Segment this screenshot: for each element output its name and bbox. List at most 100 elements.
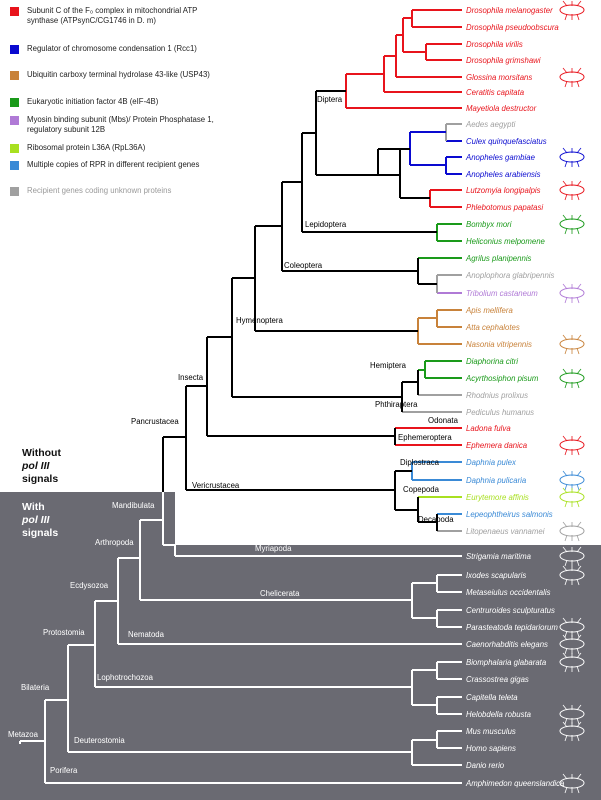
taxon-label: Drosophila melanogaster xyxy=(466,6,553,15)
clade-label: Nematoda xyxy=(128,630,165,639)
taxon-label: Lutzomyia longipalpis xyxy=(466,186,541,195)
legend-label: Subunit C of the F₀ complex in mitochond… xyxy=(27,6,198,25)
taxon-label: Caenorhabditis elegans xyxy=(466,640,548,649)
shrimp-icon xyxy=(559,521,585,542)
mouse-icon xyxy=(559,721,585,742)
taxon-label: Danio rerio xyxy=(466,761,505,770)
tick-icon xyxy=(559,565,585,586)
taxon-label: Aedes aegypti xyxy=(465,120,516,129)
taxon-label: Amphimedon queenslandica xyxy=(465,779,565,788)
legend-swatch-red xyxy=(10,7,19,16)
taxon-label: Phlebotomus papatasi xyxy=(466,203,543,212)
taxon-label: Ixodes scapularis xyxy=(466,571,526,580)
clade-label: Pancrustacea xyxy=(131,417,179,426)
clade-label: Myriapoda xyxy=(255,544,292,553)
clade-label: Ecdysozoa xyxy=(70,581,109,590)
taxon-label: Ephemera danica xyxy=(466,441,528,450)
taxon-label: Lepeophtheirus salmonis xyxy=(466,510,553,519)
taxon-label: Drosophila virilis xyxy=(466,40,523,49)
taxon-label: Pediculus humanus xyxy=(466,408,534,417)
mayfly-icon xyxy=(559,435,585,456)
mosquito-icon xyxy=(559,147,585,168)
clade-label: Protostomia xyxy=(43,628,85,637)
taxon-label: Drosophila grimshawi xyxy=(466,56,541,65)
taxon-label: Capitella teleta xyxy=(466,693,518,702)
taxon-label: Drosophila pseudoobscura xyxy=(466,23,559,32)
taxon-label: Ceratitis capitata xyxy=(466,88,525,97)
taxon-label: Acyrthosiphon pisum xyxy=(465,374,539,383)
taxon-label: Atta cephalotes xyxy=(465,323,520,332)
taxon-label: Nasonia vitripennis xyxy=(466,340,532,349)
copepod-icon xyxy=(559,487,585,508)
legend-label: Myosin binding subunit (Mbs)/ Protein Ph… xyxy=(27,115,214,134)
tree-branches xyxy=(19,9,462,784)
centipede-icon xyxy=(559,546,585,567)
taxon-label: Litopenaeus vannamei xyxy=(466,527,545,536)
taxon-label: Metaseiulus occidentalis xyxy=(466,588,551,597)
clade-label: Phthiraptera xyxy=(375,400,418,409)
legend-swatch-lime xyxy=(10,144,19,153)
clade-label: Hymenoptera xyxy=(236,316,283,325)
clade-label: Metazoa xyxy=(8,730,39,739)
clade-label: Lophotrochozoa xyxy=(97,673,154,682)
pol-iii-region-background xyxy=(0,492,601,800)
without-pol-iii-label: Without xyxy=(22,447,61,459)
taxon-label: Daphnia pulicaria xyxy=(466,476,527,485)
taxon-label: Mayetiola destructor xyxy=(466,104,537,113)
legend: Subunit C of the F₀ complex in mitochond… xyxy=(0,0,215,215)
daphnia-icon xyxy=(559,470,585,491)
taxon-label: Ladona fulva xyxy=(466,424,511,433)
clade-label: Diptera xyxy=(317,95,343,104)
taxon-label: Daphnia pulex xyxy=(466,458,517,467)
snail-icon xyxy=(559,652,585,673)
fruit-fly-icon xyxy=(559,0,585,21)
taxon-label: Agrilus planipennis xyxy=(465,254,532,263)
organism-icons xyxy=(559,0,585,794)
clade-label: Diplostraca xyxy=(400,458,440,467)
taxon-label: Strigamia maritima xyxy=(466,552,532,561)
taxon-label: Rhodnius prolixus xyxy=(466,391,528,400)
legend-swatch-lightblue xyxy=(10,161,19,170)
taxon-label: Glossina morsitans xyxy=(466,73,532,82)
clade-label: Bilateria xyxy=(21,683,50,692)
taxon-label: Centruroides sculpturatus xyxy=(466,606,555,615)
taxon-label: Diaphorina citri xyxy=(466,357,518,366)
legend-label: Recipient genes coding unknown proteins xyxy=(27,186,172,195)
beetle-icon xyxy=(559,283,585,304)
legend-label: Ribosomal protein L36A (RpL36A) xyxy=(27,143,146,152)
taxon-label: Bombyx mori xyxy=(466,220,512,229)
clade-label: Lepidoptera xyxy=(305,220,347,229)
clade-label: Hemiptera xyxy=(370,361,407,370)
taxon-label: Biomphalaria glabarata xyxy=(466,658,547,667)
with-pol-iii-label: With xyxy=(22,501,45,513)
wasp-icon xyxy=(559,334,585,355)
aphid-icon xyxy=(559,368,585,389)
clade-label: Arthropoda xyxy=(95,538,134,547)
clade-label: Insecta xyxy=(178,373,204,382)
moth-icon xyxy=(559,214,585,235)
taxon-label: Anopheles arabiensis xyxy=(465,170,541,179)
without-pol-iii-label-3: signals xyxy=(22,473,58,485)
clade-label: Deuterostomia xyxy=(74,736,125,745)
taxon-label: Tribolium castaneum xyxy=(466,289,538,298)
legend-swatch-grey xyxy=(10,187,19,196)
taxon-label: Crassostrea gigas xyxy=(466,675,529,684)
taxon-label: Homo sapiens xyxy=(466,744,516,753)
legend-swatch-blue xyxy=(10,45,19,54)
legend-swatch-green xyxy=(10,98,19,107)
legend-label: Multiple copies of RPR in different reci… xyxy=(27,160,200,169)
with-pol-iii-label-3: signals xyxy=(22,527,58,539)
legend-swatch-orange xyxy=(10,71,19,80)
taxon-label: Anopheles gambiae xyxy=(465,153,536,162)
taxon-label: Heliconius melpomene xyxy=(466,237,546,246)
leech-icon xyxy=(559,704,585,725)
legend-label: Regulator of chromosome condensation 1 (… xyxy=(27,44,197,53)
taxon-label: Mus musculus xyxy=(466,727,516,736)
legend-label: Ubiquitin carboxy terminal hydrolase 43-… xyxy=(27,70,210,79)
taxon-label: Parasteatoda tepidariorum xyxy=(466,623,558,632)
legend-swatch-purple xyxy=(10,116,19,125)
taxon-label: Helobdella robusta xyxy=(466,710,532,719)
taxon-label: Apis mellifera xyxy=(465,306,513,315)
